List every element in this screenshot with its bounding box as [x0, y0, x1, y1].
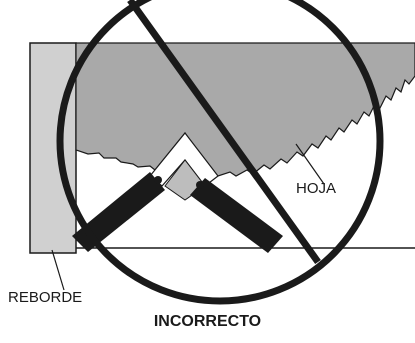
reborde-leader: [51, 249, 65, 291]
right-handle: [190, 178, 283, 253]
caption-label: INCORRECTO: [153, 313, 262, 330]
prohibition-circle: [56, 0, 384, 305]
fence-label: REBORDE: [8, 289, 83, 306]
left-handle: [72, 172, 165, 252]
hoja-leader: [295, 143, 325, 185]
left-handle-pin: [154, 176, 162, 184]
prohibition-slash: [127, 0, 321, 265]
fence: [29, 42, 77, 254]
saw-blade: [75, 42, 415, 177]
right-handle-pin: [196, 181, 204, 189]
blade-label: HOJA: [296, 180, 337, 197]
